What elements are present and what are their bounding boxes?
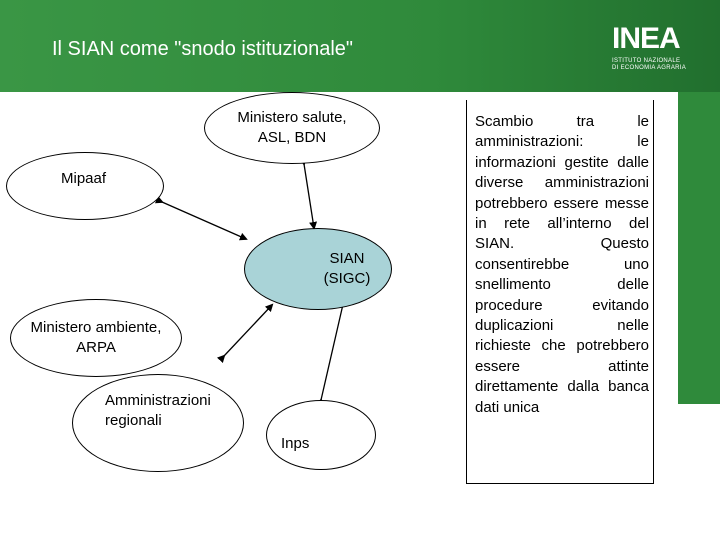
node-amministrazioni: Amministrazioni regionali — [72, 374, 244, 472]
logo-subtitle: ISTITUTO NAZIONALE DI ECONOMIA AGRARIA — [612, 58, 687, 71]
arrow-mipaaf-sian — [154, 195, 248, 241]
node-label: Ministero ambiente, ARPA — [30, 319, 162, 356]
node-label: Mipaaf — [61, 170, 107, 187]
slide-title: Il SIAN come "snodo istituzionale" — [52, 38, 354, 60]
header-bar: Il SIAN come "snodo istituzionale" INEA … — [0, 0, 720, 92]
node-label: Amministrazioni regionali — [105, 392, 211, 429]
node-ministero-ambiente: Ministero ambiente, ARPA — [10, 299, 182, 377]
inea-logo: INEA ISTITUTO NAZIONALE DI ECONOMIA AGRA… — [612, 22, 690, 80]
side-accent-bar — [678, 92, 720, 404]
node-mipaaf: Mipaaf — [6, 152, 164, 220]
arrow-inps-sian — [315, 298, 347, 407]
arrow-ambiente-sian — [216, 303, 274, 364]
logo-text: INEA — [612, 22, 681, 55]
node-label: Ministero salute, ASL, BDN — [237, 109, 347, 146]
node-sian: SIAN (SIGC) — [244, 228, 392, 310]
diagram: Ministero salute, ASL, BDN Mipaaf SIAN (… — [0, 92, 470, 540]
node-label: SIAN (SIGC) — [323, 250, 371, 287]
node-inps: Inps — [266, 400, 376, 470]
header-background — [0, 0, 720, 92]
description-box: Scambio tra le amministrazioni: le infor… — [466, 100, 654, 484]
arrow-salute-sian — [299, 157, 318, 230]
node-ministero-salute: Ministero salute, ASL, BDN — [204, 92, 380, 164]
connector-layer — [154, 157, 347, 407]
description-text: Scambio tra le amministrazioni: le infor… — [475, 113, 649, 416]
node-label: Inps — [281, 435, 310, 452]
